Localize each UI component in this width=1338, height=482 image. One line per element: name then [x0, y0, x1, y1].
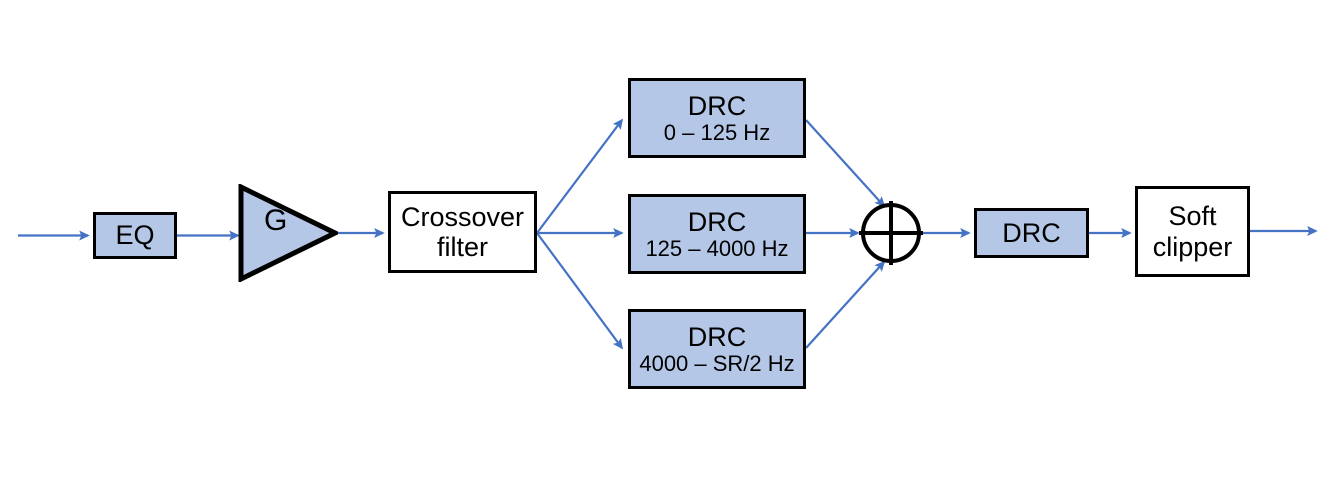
summing-junction-icon — [859, 201, 923, 265]
block-drc-high-band-label: DRC 4000 – SR/2 Hz — [639, 322, 794, 377]
block-gain[interactable]: G — [238, 182, 341, 284]
drc-low-title: DRC — [687, 90, 747, 121]
block-crossover-filter-label: Crossover filter — [401, 202, 524, 262]
block-gain-label: G — [264, 204, 288, 237]
block-soft-clipper[interactable]: Soft clipper — [1135, 186, 1250, 277]
block-eq-label: EQ — [115, 220, 155, 251]
summing-junction[interactable] — [855, 197, 927, 269]
block-drc-low-band[interactable]: DRC 0 – 125 Hz — [628, 78, 806, 158]
wire-drc-low-to-summer — [805, 119, 886, 208]
crossover-line-2: filter — [436, 232, 488, 262]
block-drc-master-label: DRC — [1002, 217, 1061, 248]
drc-mid-title: DRC — [687, 206, 747, 237]
wire-crossover-to-drc-low — [536, 118, 624, 234]
block-drc-high-band[interactable]: DRC 4000 – SR/2 Hz — [628, 309, 806, 389]
drc-high-range: 4000 – SR/2 Hz — [639, 350, 795, 376]
wire-drc-high-to-summer — [805, 260, 886, 349]
soft-clipper-line-2: clipper — [1152, 231, 1233, 262]
drc-low-range: 0 – 125 Hz — [663, 119, 771, 145]
block-drc-master[interactable]: DRC — [974, 208, 1089, 258]
crossover-line-1: Crossover — [400, 201, 525, 232]
block-crossover-filter[interactable]: Crossover filter — [388, 191, 537, 273]
soft-clipper-line-1: Soft — [1168, 201, 1217, 232]
block-drc-mid-band-label: DRC 125 – 4000 Hz — [645, 207, 788, 262]
block-drc-low-band-label: DRC 0 – 125 Hz — [664, 91, 770, 146]
drc-mid-range: 125 – 4000 Hz — [645, 235, 789, 261]
block-drc-mid-band[interactable]: DRC 125 – 4000 Hz — [628, 194, 806, 274]
gain-triangle-shape — [238, 182, 341, 284]
drc-high-title: DRC — [687, 321, 747, 352]
wire-crossover-to-drc-high — [536, 232, 624, 350]
block-soft-clipper-label: Soft clipper — [1153, 201, 1233, 261]
block-eq[interactable]: EQ — [93, 212, 177, 259]
